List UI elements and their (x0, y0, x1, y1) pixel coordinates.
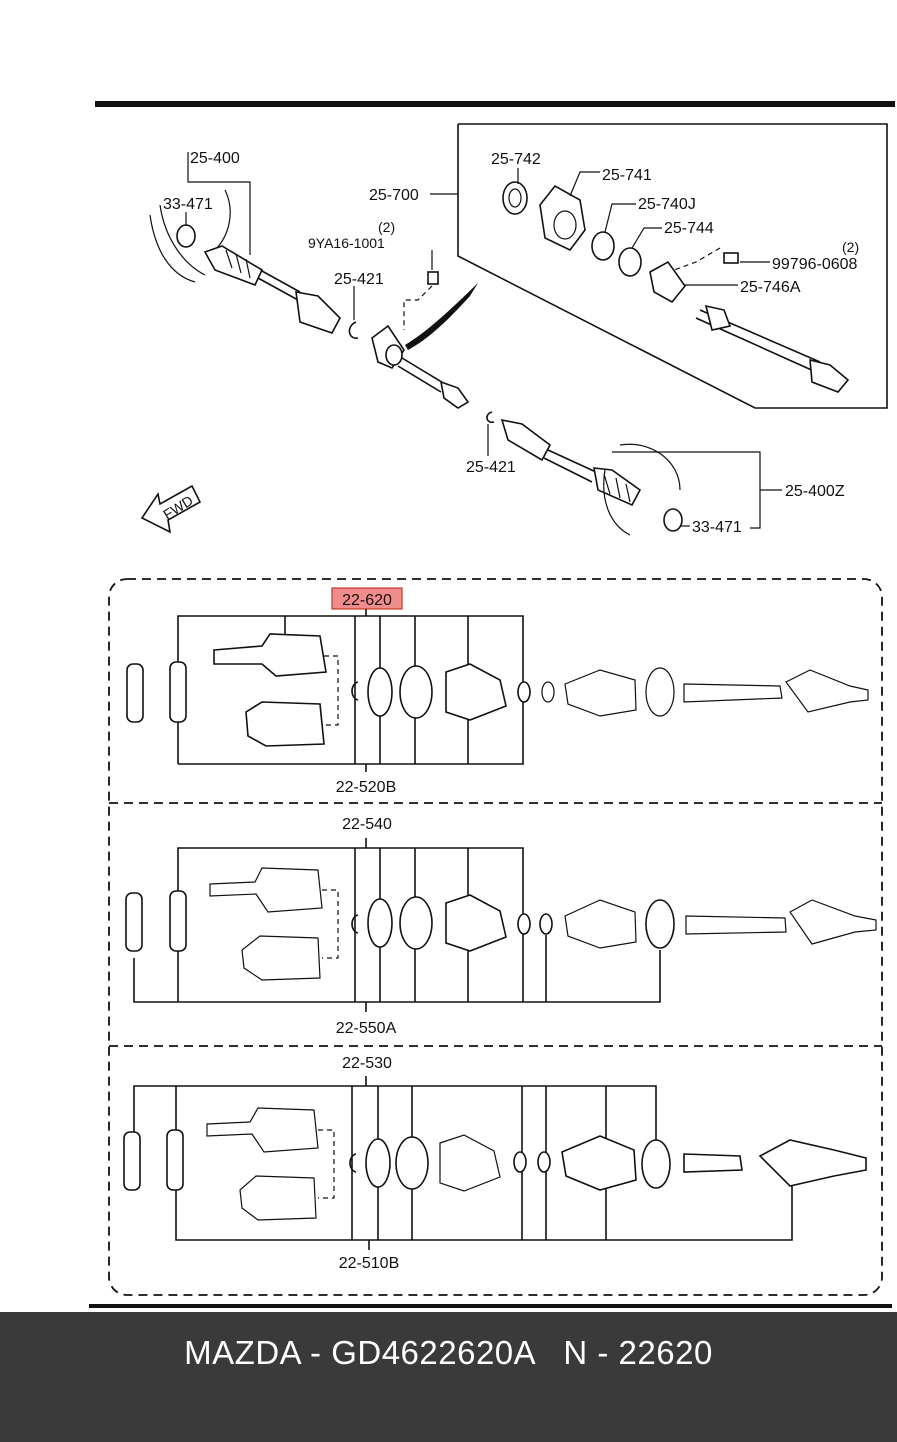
bolt-9ya16 (403, 271, 439, 330)
label-9ya16-1001: 9YA16-1001 (308, 235, 385, 251)
label-25-421-bottom: 25-421 (466, 459, 516, 476)
right-hub-nut (663, 508, 683, 532)
parts-diagram: 25-400 33-471 25-700 (2) 9YA16-1001 25-4… (89, 101, 895, 1308)
bearing-wedge (405, 283, 478, 350)
label-25-700: 25-700 (369, 187, 419, 204)
top-rule (95, 101, 895, 107)
footer-part-number: GD4622620A (331, 1334, 535, 1371)
label-25-421-top: 25-421 (334, 271, 384, 288)
label-99796-qty: (2) (842, 239, 859, 255)
label-25-742: 25-742 (491, 151, 541, 168)
left-driveshaft (203, 245, 341, 334)
left-knuckle (149, 189, 231, 283)
right-driveshaft (500, 418, 642, 507)
kits-frame (108, 578, 883, 1296)
label-33-471-top: 33-471 (163, 196, 213, 213)
kit-row-1: 22-620 22-520B (126, 587, 869, 796)
kit-1-top-label: 22-620 (342, 592, 392, 609)
label-25-400z: 25-400Z (785, 483, 845, 500)
footer-separator-2: - (587, 1334, 619, 1371)
kit-2-bottom-label: 22-550A (336, 1020, 397, 1037)
footer-separator: - (300, 1334, 332, 1371)
kit-3-top-label: 22-530 (342, 1055, 392, 1072)
footer-n-label: N (563, 1334, 588, 1371)
kit-row-2: 22-540 22-550A (125, 816, 877, 1037)
footer-gap (534, 1334, 563, 1371)
right-knuckle (603, 443, 681, 536)
label-99796-0608: 99796-0608 (772, 256, 858, 273)
highlight-22-620 (331, 587, 403, 610)
label-25-741: 25-741 (602, 167, 652, 184)
left-hub-nut (176, 224, 196, 248)
label-33-471-bottom: 33-471 (692, 519, 742, 536)
label-25-740j: 25-740J (638, 196, 696, 213)
footer-caption: MAZDA - GD4622620A N - 22620 (0, 1334, 897, 1372)
footer-bar: MAZDA - GD4622620A N - 22620 (0, 1312, 897, 1442)
label-25-400: 25-400 (190, 150, 240, 167)
kit-2-top-label: 22-540 (342, 816, 392, 833)
circlip-bottom (486, 411, 495, 424)
label-25-746a: 25-746A (740, 279, 801, 296)
center-shaft (371, 324, 470, 409)
kit-3-bottom-label: 22-510B (339, 1255, 400, 1272)
leader-lines (185, 152, 782, 529)
kit-row-3: 22-530 22-510B (123, 1055, 867, 1272)
group-25-700-outline (457, 123, 888, 409)
kits-section: 22-620 22-520B (108, 578, 883, 1296)
label-25-744: 25-744 (664, 220, 714, 237)
forward-arrow (140, 484, 202, 534)
kit-1-bottom-label: 22-520B (336, 779, 397, 796)
circlip-top (348, 321, 359, 339)
footer-n-number: 22620 (618, 1334, 713, 1371)
right-bearing-group (502, 181, 850, 393)
bottom-rule (89, 1304, 892, 1308)
upper-assembly: 25-400 33-471 25-700 (2) 9YA16-1001 25-4… (140, 123, 888, 536)
footer-brand: MAZDA (184, 1334, 301, 1371)
label-9ya16-qty: (2) (378, 219, 395, 235)
